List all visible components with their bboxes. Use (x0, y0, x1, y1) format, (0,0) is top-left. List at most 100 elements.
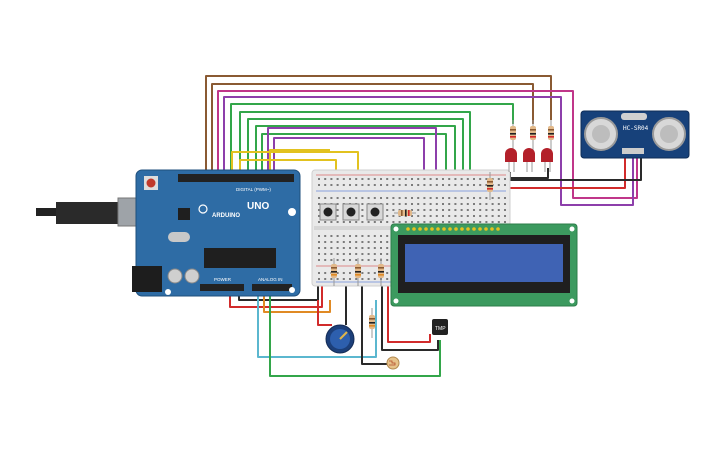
breadboard-hole (330, 278, 333, 280)
breadboard-hole (336, 178, 339, 180)
breadboard-hole (318, 203, 320, 205)
breadboard-hole (504, 221, 506, 223)
photoresistor[interactable] (386, 356, 400, 370)
wire-cyan-a0[interactable] (257, 290, 377, 358)
breadboard-hole (361, 247, 364, 249)
breadboard-hole (491, 203, 494, 205)
lcd-pin (460, 227, 464, 231)
breadboard-hole (324, 221, 327, 223)
breadboard-hole (367, 241, 370, 243)
breadboard-hole (411, 221, 413, 223)
resistor-button-1[interactable] (331, 258, 337, 286)
wire-green-1[interactable] (230, 103, 514, 175)
wire-green-5[interactable] (261, 133, 447, 190)
resistor-led-1[interactable] (510, 120, 516, 150)
breadboard-hole (435, 215, 438, 217)
wire-red-sensor-vcc[interactable] (509, 156, 626, 189)
breadboard-hole (336, 241, 339, 243)
push-button-1[interactable] (319, 203, 337, 221)
lcd-pin (478, 227, 482, 231)
breadboard-hole (361, 203, 364, 205)
led-red-3[interactable] (541, 148, 553, 172)
arduino-uno-board[interactable]: ARDUINO UNO DIGITAL (PWM~) POWER ANALOG … (36, 169, 301, 297)
temperature-sensor-tmp36[interactable]: TMP (432, 319, 448, 335)
resistor-button-3[interactable] (378, 258, 384, 286)
breadboard-hole (485, 221, 488, 223)
breadboard-hole (373, 278, 376, 280)
wire-yellow-3[interactable] (269, 149, 330, 175)
breadboard-hole (336, 259, 339, 261)
arduino-logo-icon (198, 204, 208, 214)
breadboard-hole (404, 203, 407, 205)
lcd-pin (496, 227, 500, 231)
wire-black-sensor-gnd[interactable] (509, 156, 642, 181)
potentiometer[interactable] (325, 324, 355, 354)
transducer-right-core (660, 125, 678, 143)
resistor-button-2[interactable] (355, 258, 361, 286)
push-buttons (319, 203, 384, 221)
wire-red-pot[interactable] (317, 300, 332, 326)
breadboard-hole (454, 215, 457, 217)
reset-button-cap[interactable] (146, 178, 156, 188)
breadboard-hole (318, 184, 320, 186)
wire-black-tmp[interactable] (381, 285, 439, 351)
resistor-led-2[interactable] (530, 120, 536, 150)
breadboard-hole (342, 272, 345, 274)
push-button-3[interactable] (366, 203, 384, 221)
breadboard-hole (318, 221, 320, 223)
ultrasonic-sensor-hc-sr04[interactable]: HC-SR04 (580, 110, 690, 159)
resistor-led-3[interactable] (548, 120, 554, 150)
wire-green-3[interactable] (247, 118, 464, 190)
breadboard-hole (355, 278, 358, 280)
wire-green-a2[interactable] (269, 290, 441, 377)
wire-black-led-1[interactable] (509, 168, 549, 179)
led-red-2[interactable] (523, 148, 535, 172)
led-red-1[interactable] (505, 148, 517, 172)
breadboard-hole (473, 209, 475, 211)
breadboard-hole (386, 203, 389, 205)
breadboard-hole (423, 178, 426, 180)
wire-orange-a1[interactable] (263, 290, 331, 313)
breadboard-hole (497, 209, 500, 211)
wire-purple-3[interactable] (273, 137, 425, 195)
lcd-16x2[interactable] (390, 223, 578, 307)
usb-cable (36, 208, 56, 216)
mount-hole-1 (288, 208, 296, 216)
capacitor-2 (184, 268, 200, 284)
breadboard-hole (460, 184, 463, 186)
breadboard-hole (336, 184, 339, 186)
wire-red-tmp[interactable] (387, 285, 431, 343)
leds (505, 148, 553, 172)
breadboard-hole (442, 215, 444, 217)
resistor-ldr[interactable] (369, 308, 375, 338)
breadboard-hole (392, 209, 395, 211)
resistor-breadboard-right[interactable] (487, 172, 493, 200)
breadboard-hole (423, 209, 426, 211)
wire-green-2[interactable] (239, 111, 471, 190)
breadboard-hole (404, 221, 407, 223)
breadboard-hole (324, 259, 327, 261)
wire-magenta-sensor[interactable] (217, 90, 638, 199)
wire-brown-inner[interactable] (211, 83, 534, 175)
breadboard-hole (485, 197, 488, 199)
lcd-pin (424, 227, 428, 231)
wire-black-ldr[interactable] (361, 285, 392, 365)
digital-header (178, 174, 294, 182)
breadboard-hole (330, 184, 333, 186)
lcd-screen (405, 244, 563, 282)
breadboard-hole (330, 235, 333, 237)
breadboard-hole (355, 253, 358, 255)
wire-green-4[interactable] (255, 125, 456, 190)
breadboard-hole (411, 209, 413, 211)
breadboard-hole (349, 197, 351, 199)
breadboard-hole (330, 259, 333, 261)
wire-purple-sensor[interactable] (223, 96, 634, 206)
arduino-brand-label: ARDUINO (212, 213, 240, 219)
push-button-2[interactable] (342, 203, 360, 221)
breadboard-hole (466, 215, 469, 217)
resistor-horizontal[interactable] (394, 210, 416, 216)
breadboard-hole (448, 197, 451, 199)
breadboard-hole (435, 197, 438, 199)
sensor-crystal (621, 113, 647, 120)
